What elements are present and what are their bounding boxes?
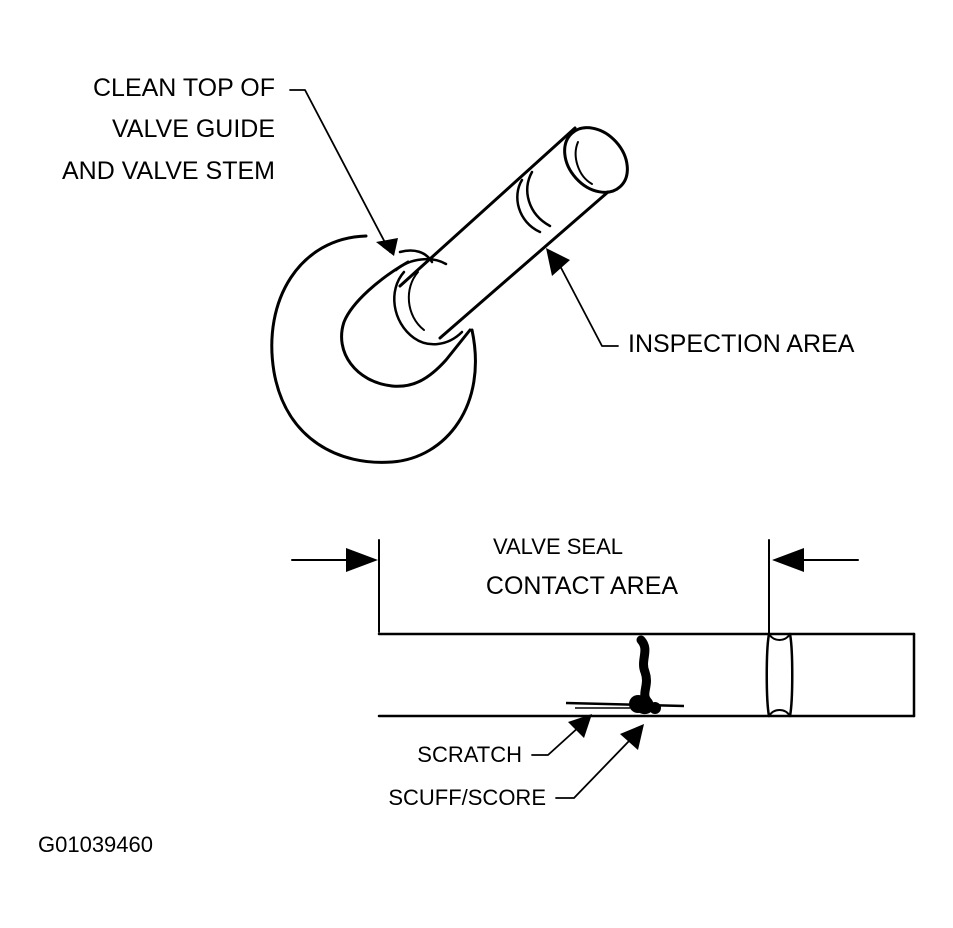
stem-groove-ring-2: [526, 170, 552, 228]
valve-perspective-drawing: [270, 126, 629, 464]
valve-stem-end-bevel: [574, 141, 593, 185]
valve-side-view: [291, 539, 916, 718]
seal-dimension-left-arrow: [346, 548, 378, 572]
inspection-area-arrowhead: [546, 248, 570, 276]
label-clean-top: CLEAN TOP OF VALVE GUIDE AND VALVE STEM: [62, 74, 275, 185]
scratch-label: SCRATCH: [417, 742, 522, 767]
leader-clean-top: [289, 89, 391, 253]
stem-groove-ring-1: [516, 178, 542, 234]
label-seal-contact: VALVE SEAL CONTACT AREA: [486, 534, 678, 600]
scuff-score-mark: [635, 635, 654, 715]
valve-guide-body: [340, 260, 472, 388]
seal-dimension-right-arrow: [772, 548, 804, 572]
scuff-score-label: SCUFF/SCORE: [388, 785, 546, 810]
leader-scratch: [531, 725, 581, 756]
valve-head-outline: [270, 234, 477, 464]
stem-base-ring: [393, 270, 464, 346]
clean-top-line-1: CLEAN TOP OF: [93, 74, 275, 102]
valve-stem-end: [563, 126, 629, 194]
valve-stem-upper-edge: [398, 126, 577, 288]
scratch-line: [565, 701, 685, 708]
clean-top-line-3: AND VALVE STEM: [62, 157, 275, 185]
clean-top-arrowhead: [376, 238, 398, 256]
keeper-groove-notch-top: [768, 633, 791, 641]
scuff-score-blob-2: [649, 702, 661, 714]
valve-guide-top-edge: [394, 257, 448, 272]
keeper-groove-right: [788, 632, 794, 718]
valve-stem-lower-edge: [438, 190, 610, 340]
scratch-arrowhead: [568, 714, 592, 738]
scuff-score-arrowhead: [620, 724, 644, 750]
stem-base-ring-inner: [407, 271, 425, 331]
inspection-area-label: INSPECTION AREA: [628, 330, 855, 358]
seal-contact-line-1: VALVE SEAL: [493, 534, 623, 559]
figure-id: G01039460: [38, 832, 153, 857]
keeper-groove-left: [765, 632, 771, 718]
leader-scuff-score: [555, 739, 631, 799]
keeper-groove-notch-bottom: [768, 709, 791, 717]
seal-contact-line-2: CONTACT AREA: [486, 572, 678, 600]
clean-top-line-2: VALVE GUIDE: [112, 115, 275, 143]
leader-inspection-area: [557, 261, 619, 347]
